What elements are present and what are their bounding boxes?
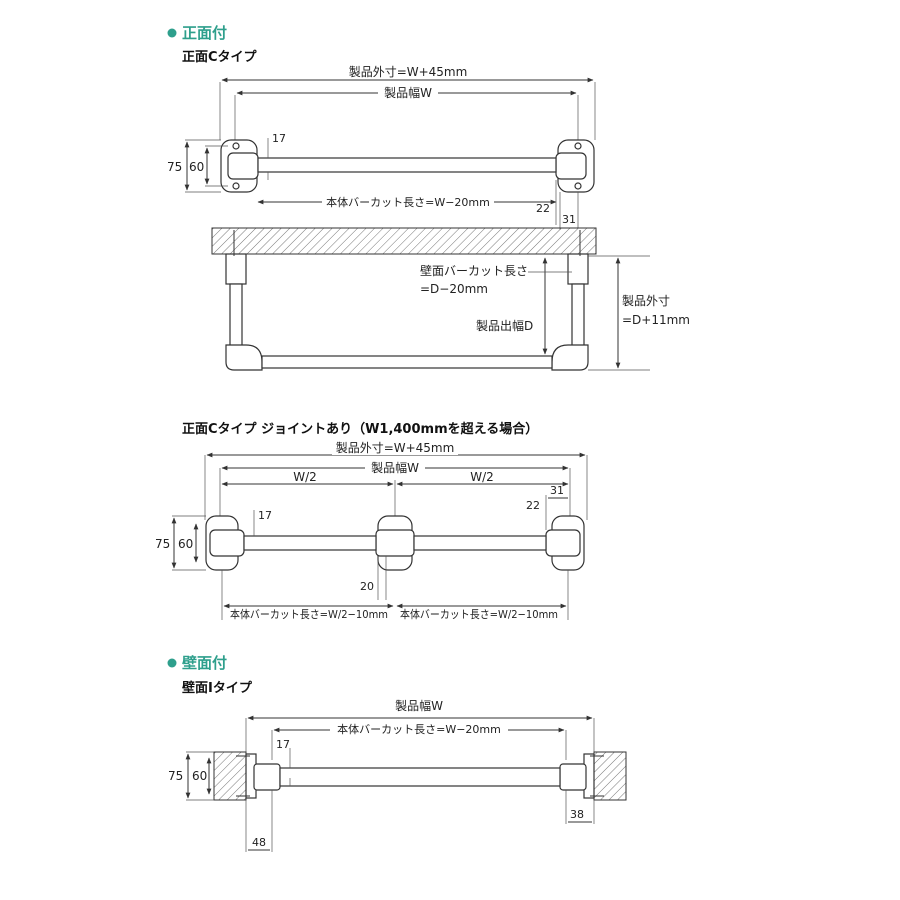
joint-dim-17: 17	[258, 509, 272, 522]
joint-dim-22: 22	[526, 499, 540, 512]
joint-dim-75: 75	[155, 537, 170, 551]
wall-bar-cut-formula: =D−20mm	[420, 282, 488, 296]
joint-bar-cut-left: 本体バーカット長さ=W/2−10mm	[230, 607, 388, 621]
dim-overall-width: 製品外寸=W+45mm	[349, 65, 468, 79]
dim-60: 60	[189, 160, 204, 174]
type-i-bar-cut: 本体バーカット長さ=W−20mm	[337, 722, 501, 736]
dim-22: 22	[536, 202, 550, 215]
type-c-joint-front-view: 製品外寸=W+45mm 製品幅W W/2 W/2 31 22 17 75	[155, 441, 588, 621]
type-i-dim-60: 60	[192, 769, 207, 783]
joint-dim-product-width: 製品幅W	[371, 460, 419, 475]
type-c-top-view: 壁面バーカット長さ =D−20mm 製品出幅D 製品外寸 =D+11mm	[211, 227, 690, 371]
dim-product-width: 製品幅W	[384, 85, 432, 100]
heading-dot-icon-2	[167, 658, 177, 668]
dim-75: 75	[167, 160, 182, 174]
dim-half-left: W/2	[293, 470, 317, 484]
joint-dim-31: 31	[550, 484, 564, 497]
type-c-front-view: 製品外寸=W+45mm 製品幅W 17 75 60 本	[167, 65, 596, 230]
type-i-dim-38: 38	[570, 808, 584, 821]
dim-bar-cut: 本体バーカット長さ=W−20mm	[326, 195, 490, 209]
subheading-type-c: 正面Cタイプ	[182, 50, 258, 65]
joint-bar-cut-right: 本体バーカット長さ=W/2−10mm	[400, 607, 558, 621]
type-i-dim-75: 75	[168, 769, 183, 783]
dim-half-right: W/2	[470, 470, 494, 484]
joint-dim-overall-width: 製品外寸=W+45mm	[336, 441, 455, 455]
outer-depth-label: 製品外寸	[622, 294, 670, 308]
type-i-front-view: 製品幅W 本体バーカット長さ=W−20mm 17 75 60 48	[168, 698, 627, 852]
section-heading-front: 正面付	[182, 24, 227, 42]
subheading-type-c-joint: 正面Cタイプ ジョイントあり（W1,400mmを超える場合）	[182, 421, 538, 437]
joint-dim-60: 60	[178, 537, 193, 551]
subheading-type-i: 壁面Iタイプ	[182, 680, 253, 696]
heading-dot-icon	[167, 28, 177, 38]
type-i-dim-48: 48	[252, 836, 266, 849]
wall-bar-cut-label: 壁面バーカット長さ	[420, 263, 528, 278]
dim-31: 31	[562, 213, 576, 226]
outer-depth-formula: =D+11mm	[622, 313, 690, 327]
type-i-dim-17: 17	[276, 738, 290, 751]
joint-dim-20: 20	[360, 580, 374, 593]
type-i-product-width: 製品幅W	[395, 698, 443, 713]
product-depth-label: 製品出幅D	[476, 318, 533, 333]
section-heading-wall: 壁面付	[182, 654, 227, 672]
dim-17: 17	[272, 132, 286, 145]
